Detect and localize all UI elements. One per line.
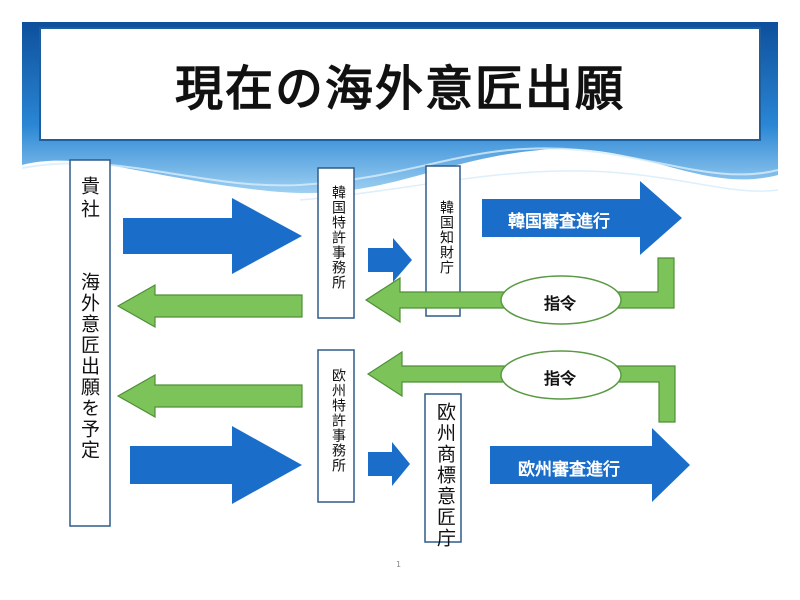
applicant-label-plan: 海外意匠出願を予定 xyxy=(78,272,100,461)
applicant-box xyxy=(69,159,111,527)
blue-arrow-europe-examination xyxy=(490,428,690,502)
korea-office-label: 韓国知財庁 xyxy=(438,200,454,275)
page-number: 1 xyxy=(396,560,402,569)
blue-arrow-europe-agent-to-office xyxy=(368,442,410,486)
header-wave-line xyxy=(21,147,779,187)
green-arrow-korea-agent-to-applicant xyxy=(116,283,303,329)
korea-examination-label: 韓国審査進行 xyxy=(508,212,610,232)
korea-instruction-ellipse xyxy=(500,275,622,325)
applicant-label-name: 貴社 xyxy=(78,176,100,222)
europe-office-label: 欧州商標意匠庁 xyxy=(434,402,456,549)
green-arrow-europe-agent-to-applicant xyxy=(116,373,303,419)
europe-office-box xyxy=(424,393,462,543)
europe-agent-label: 欧州特許事務所 xyxy=(330,368,346,473)
title-box xyxy=(39,27,761,141)
korea-agent-label: 韓国特許事務所 xyxy=(330,185,346,290)
page-title: 現在の海外意匠出願 xyxy=(174,61,625,117)
blue-arrow-korea-examination xyxy=(482,181,682,255)
europe-examination-label: 欧州審査進行 xyxy=(518,460,620,480)
korea-instruction-label: 指令 xyxy=(544,294,577,313)
korea-office-box xyxy=(425,165,461,317)
blue-arrow-applicant-to-korea-agent xyxy=(123,198,302,274)
europe-instruction-ellipse xyxy=(500,350,622,400)
europe-agent-box xyxy=(317,349,355,503)
europe-instruction-label: 指令 xyxy=(544,369,577,388)
korea-agent-box xyxy=(317,167,355,319)
blue-arrow-applicant-to-europe-agent xyxy=(130,426,302,504)
header-wave-line xyxy=(299,170,779,201)
blue-arrow-korea-agent-to-office xyxy=(368,238,412,282)
